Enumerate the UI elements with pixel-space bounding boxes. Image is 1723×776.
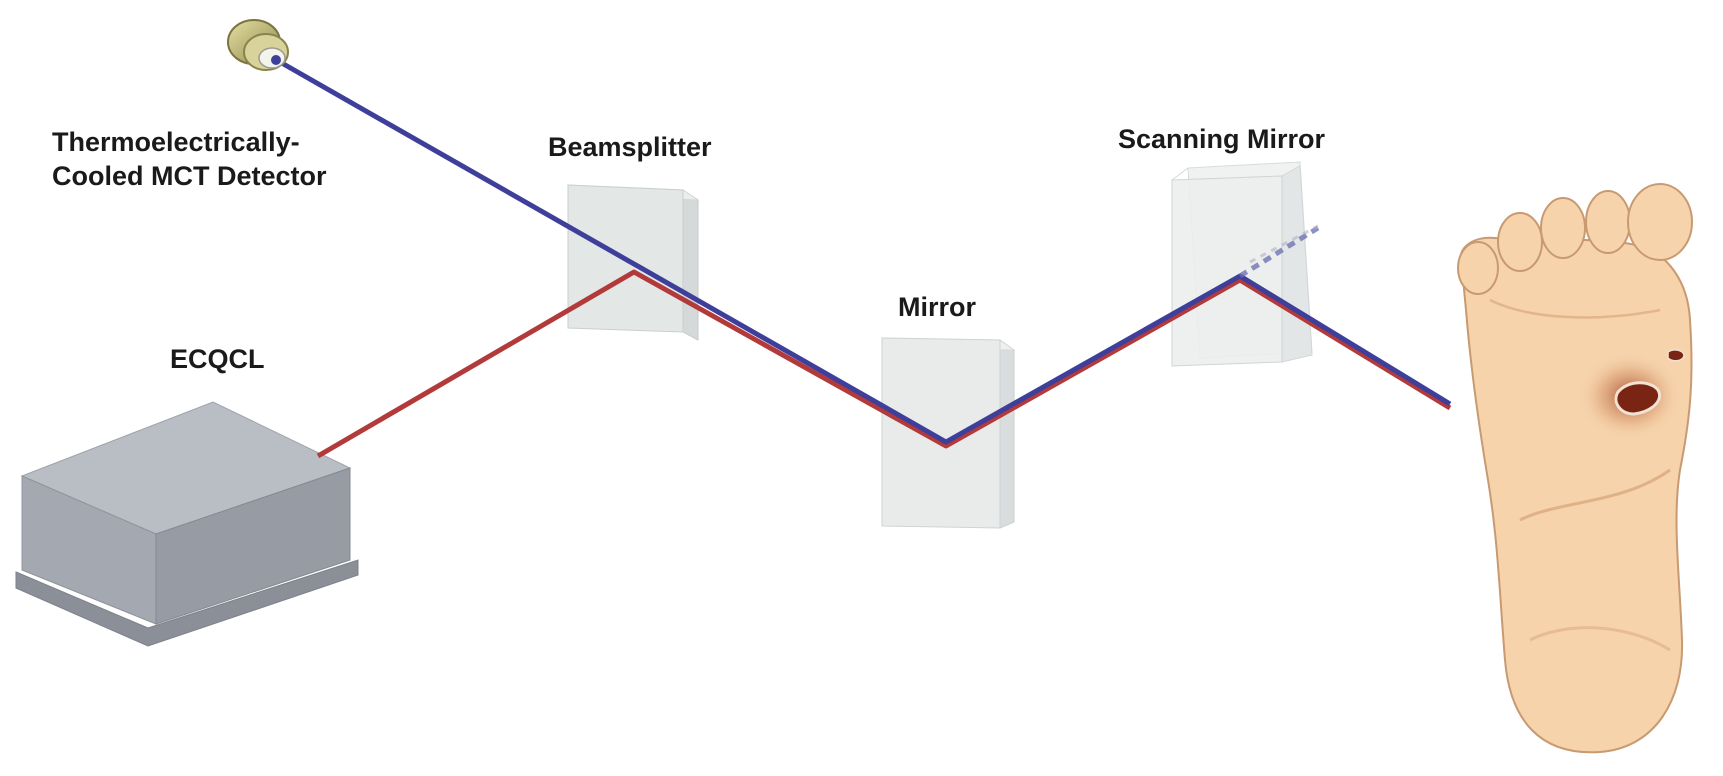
foot-illustration (1457, 183, 1693, 754)
foot-toe-little (1457, 241, 1499, 295)
laser-box-base-rim (15, 559, 359, 647)
foot-toe-fourth (1497, 212, 1543, 272)
beamsplitter-label: Beamsplitter (548, 132, 712, 162)
scanning-mirror-front-face (1171, 175, 1283, 367)
scanning-mirror-side-face (1281, 165, 1313, 363)
wound-small-lesion (1667, 349, 1685, 362)
ecqcl-label: ECQCL (170, 344, 265, 374)
scanning-mirror-optic (1171, 161, 1313, 367)
laser-box-right-face (155, 467, 351, 625)
wound-ulcer (1614, 381, 1661, 416)
scanning-mirror-edge (1171, 167, 1189, 181)
mct-detector (227, 19, 289, 71)
laser-beam-path (278, 59, 1452, 459)
mirror-label: Mirror (898, 292, 977, 322)
scanning-mirror-label: Scanning Mirror (1118, 124, 1326, 154)
beamsplitter-side-face (682, 189, 699, 341)
foot-heel-crease (1529, 626, 1671, 652)
foot-toe-big (1627, 183, 1693, 261)
detector-label-line1: Thermoelectrically- (52, 127, 300, 157)
mirror-front-face (881, 337, 1001, 529)
scanned-beam-dashed (1238, 225, 1320, 279)
ecqcl-laser-box (15, 401, 359, 647)
foot-toe-middle (1540, 197, 1586, 259)
detector-aperture (271, 55, 281, 65)
foot-sole (1459, 236, 1693, 754)
mirror-side-face (999, 339, 1015, 529)
foot-arch-crease (1519, 468, 1671, 522)
detector-label-line2: Cooled MCT Detector (52, 161, 327, 191)
detected-beam-blue (278, 59, 1452, 445)
mirror-optic (880, 337, 1016, 529)
foot-toe-second (1585, 190, 1631, 254)
foot-ball-crease (1489, 298, 1661, 319)
scanned-beam-dashed-faint (1249, 224, 1319, 264)
laser-beam-red (316, 269, 1452, 459)
detector-label: Thermoelectrically- Cooled MCT Detector (52, 125, 327, 193)
